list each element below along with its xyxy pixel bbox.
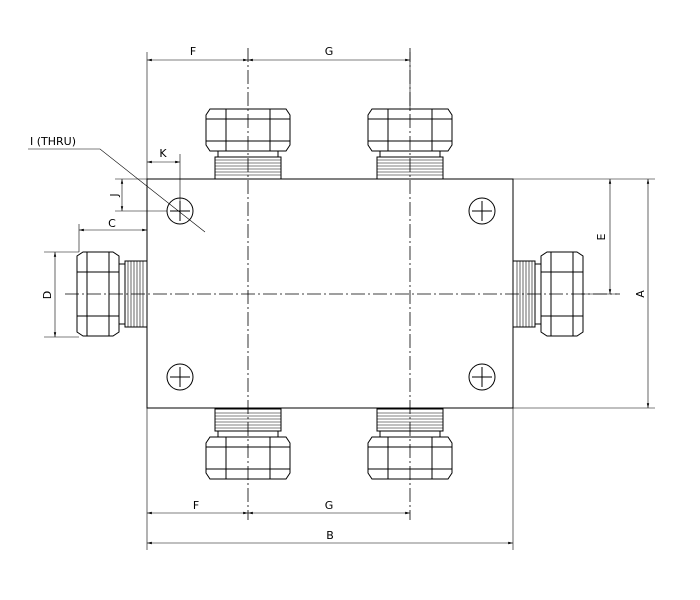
mounting-holes bbox=[166, 197, 496, 391]
dim-label-e: E bbox=[595, 233, 608, 240]
hole-leader-line bbox=[28, 148, 206, 233]
dim-label-c: C bbox=[108, 217, 116, 230]
dim-label-a: A bbox=[634, 290, 647, 298]
dim-label-f-top: F bbox=[190, 45, 196, 58]
dim-label-k: K bbox=[159, 147, 167, 160]
dim-label-b: B bbox=[326, 529, 334, 542]
dim-label-i-thru: I (THRU) bbox=[30, 135, 76, 148]
dim-label-g-bottom: G bbox=[325, 499, 334, 512]
manifold-body bbox=[146, 178, 514, 409]
dim-label-j: J bbox=[108, 193, 121, 197]
dim-label-f-bottom: F bbox=[193, 499, 199, 512]
dim-label-g-top: G bbox=[325, 45, 334, 58]
dim-label-d: D bbox=[41, 291, 54, 299]
